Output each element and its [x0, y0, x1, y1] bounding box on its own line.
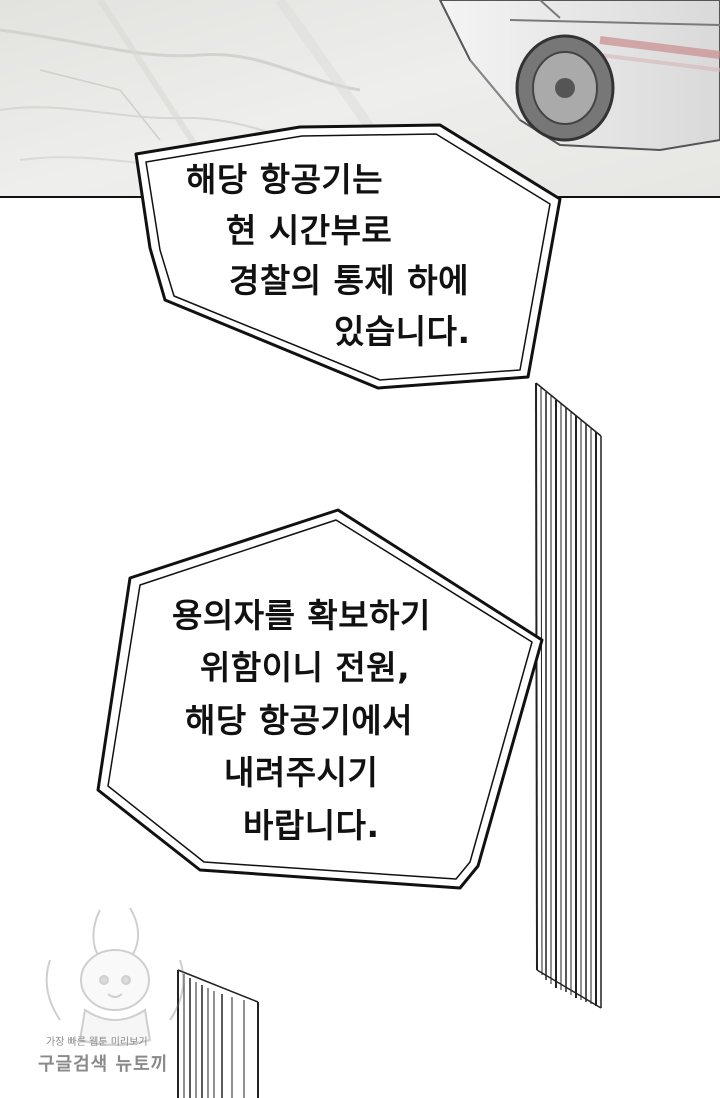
bubble-1-line-3: 경찰의 통제 하에	[229, 261, 469, 300]
watermark-mascot-icon	[45, 907, 185, 1046]
bubble-2-line-1: 용의자를 확보하기	[172, 596, 431, 635]
bubble-1-line-4: 있습니다.	[334, 312, 471, 351]
speed-lines-bottom-left	[177, 969, 259, 1098]
bubble-2-line-5: 바랍니다.	[243, 806, 380, 845]
bubble-2-line-2: 위함이니 전원,	[200, 648, 411, 687]
watermark-small-text: 가장 빠른 웹툰 미리보기	[46, 1037, 148, 1048]
speech-bubble-1-shape	[134, 123, 562, 390]
bubble-2-line-3: 해당 항공기에서	[185, 701, 414, 740]
bubble-1-line-1: 해당 항공기는	[186, 160, 384, 199]
speed-lines-right	[535, 382, 602, 1009]
bubble-1-line-2: 현 시간부로	[226, 211, 393, 250]
bubble-2-line-4: 내려주시기	[224, 753, 379, 792]
car-illustration	[438, 0, 720, 152]
speech-bubble-2-shape	[96, 508, 544, 890]
watermark-large-text: 구글검색 뉴토끼	[38, 1054, 169, 1075]
